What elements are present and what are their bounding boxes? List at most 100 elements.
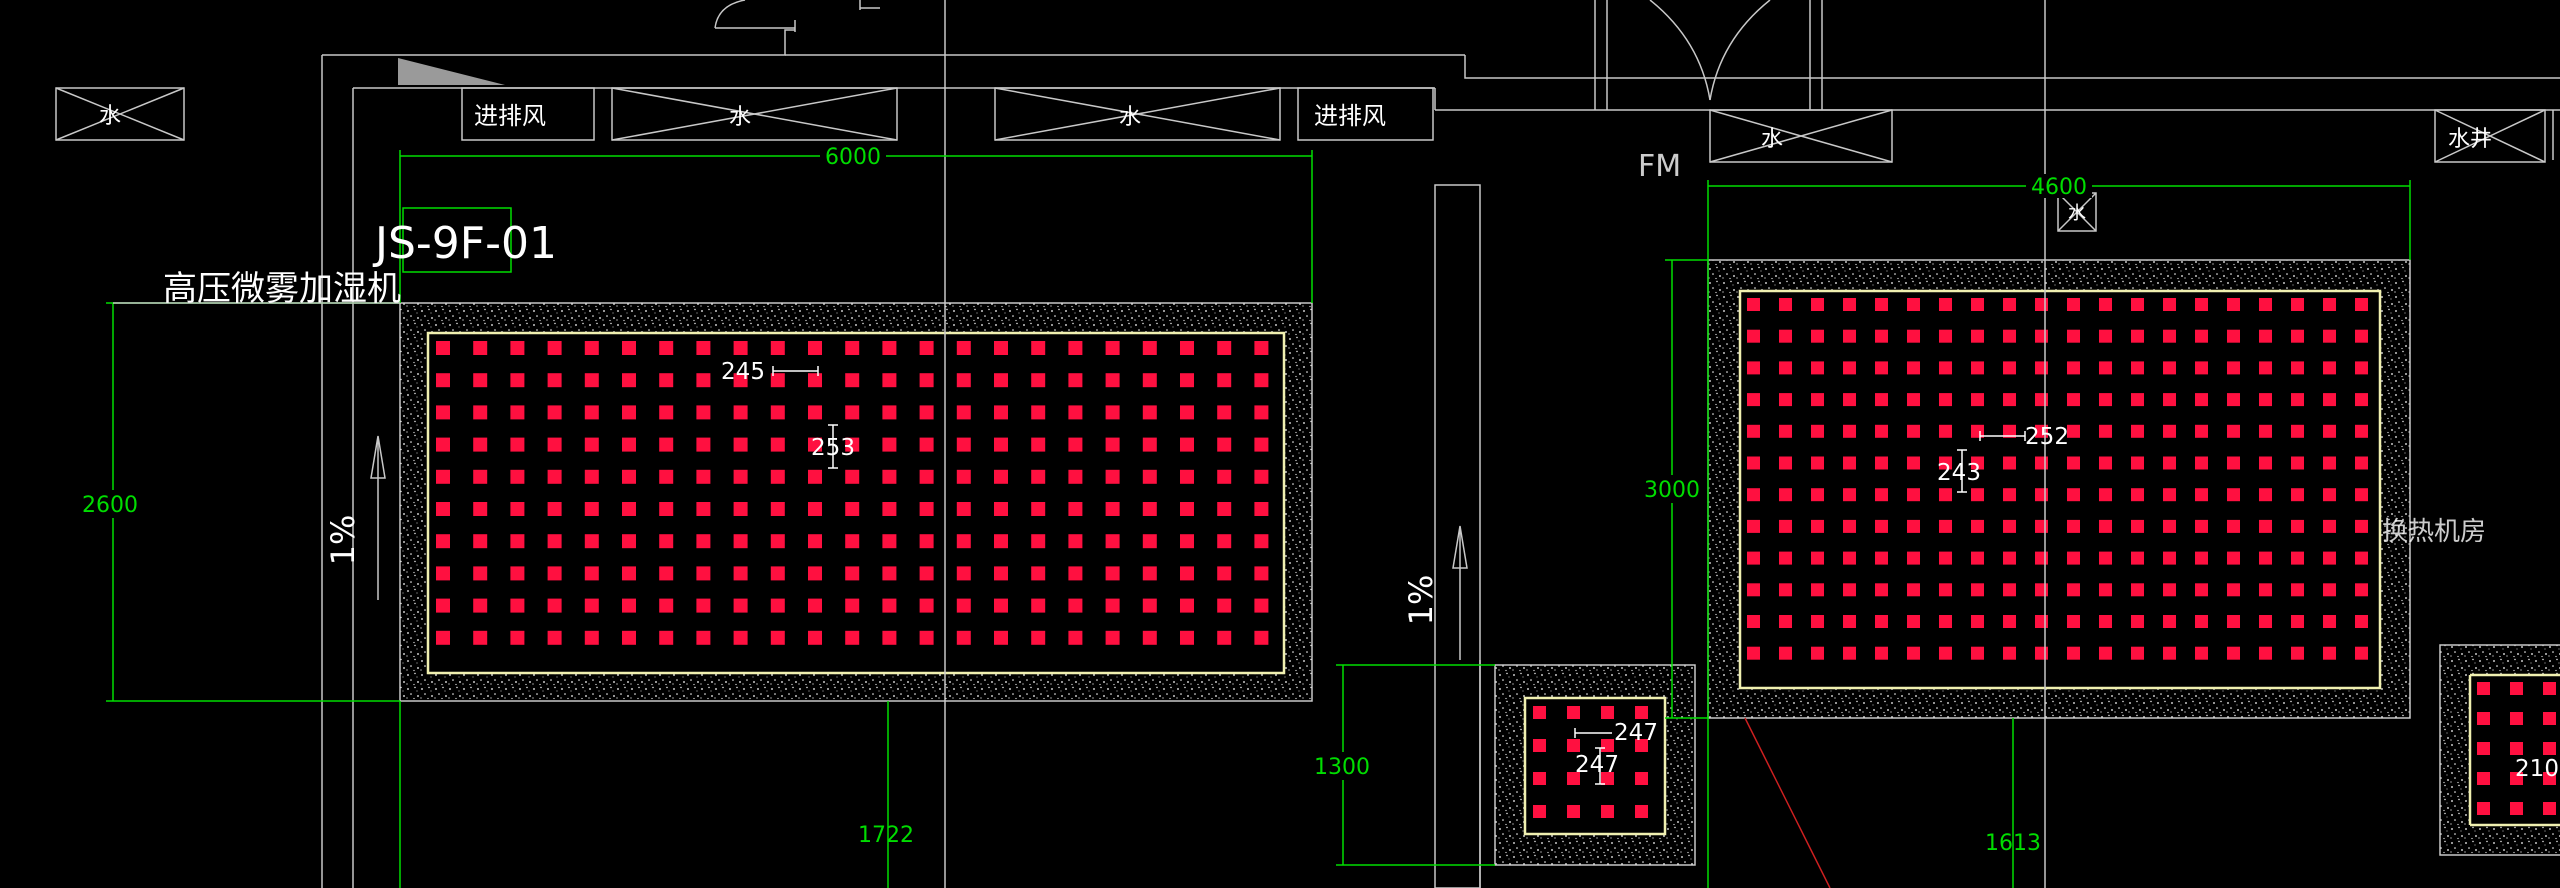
sprinkler-head [2543,712,2556,725]
sprinkler-head [2099,424,2112,438]
sprinkler-head [1142,566,1157,581]
sprinkler-head [1747,519,1760,533]
sprinkler-head [2003,456,2016,470]
sprinkler-head [1779,488,1792,502]
sprinkler-head [547,630,562,645]
sprinkler-head [659,598,674,613]
sprinkler-head [2099,646,2112,660]
sprinkler-head [510,566,525,581]
sprinkler-head [2003,424,2016,438]
sprinkler-head [1105,373,1120,388]
sprinkler-head [1875,583,1888,597]
sprinkler-head [2163,615,2176,628]
sprinkler-head [1142,598,1157,613]
sprinkler-head [2035,551,2048,565]
sprinkler-head [2291,329,2304,343]
spacing-annotations [772,366,2026,785]
sprinkler-head [1907,615,1920,628]
sprinkler-head [1971,456,1984,470]
sprinkler-head [808,598,822,613]
axis-overlay [944,260,2046,718]
sprinkler-head [2355,424,2368,438]
sprinkler-head [1843,519,1856,533]
sprinkler-head [2131,393,2144,407]
sprinkler-head [770,630,785,645]
sprinkler-head [1254,598,1269,613]
sprinkler-head [1939,393,1952,407]
sprinkler-head [2067,646,2080,660]
sprinkler-head [584,405,599,420]
sprinkler-head [845,405,860,420]
sprinkler-head [1907,551,1920,565]
sprinkler-head [436,630,450,645]
sprinkler-head [1068,341,1083,355]
sprinkler-head [1747,393,1760,407]
sprinkler-head [547,405,562,420]
sprinkler-head [2323,456,2336,470]
sprinkler-head [1142,437,1157,452]
sprinkler-head [1068,566,1083,581]
sprinkler-head [1971,646,1984,660]
sprinkler-head [1811,361,1824,375]
sprinkler-head [1635,772,1648,785]
sprinkler-head [1217,566,1232,581]
sprinkler-head [733,566,748,581]
sprinkler-head [1907,329,1920,343]
sprinkler-head [919,630,934,645]
sprinkler-head [1180,630,1194,645]
sprinkler-head [2291,615,2304,628]
sprinkler-head [956,502,971,516]
sprinkler-head [2035,583,2048,597]
sprinkler-head [659,341,674,355]
sprinkler-head [2543,772,2556,785]
sprinkler-head [622,373,636,388]
sprinkler-head [2227,488,2240,502]
sprinkler-head [1105,502,1120,516]
sprinkler-head [1217,598,1232,613]
sprinkler-head [845,598,860,613]
sprinkler-head [1971,519,1984,533]
dim-pit2-width: 4600 [2031,175,2087,200]
sprinkler-head [733,341,748,355]
sprinkler-head [1875,488,1888,502]
sprinkler-head [1939,298,1952,311]
sprinkler-head [1811,488,1824,502]
sprinkler-head [2259,551,2272,565]
room-label-partial: 换热机房 [2382,517,2486,547]
pit-4-sprinkler-grid [2477,682,2556,815]
sprinkler-head [659,373,674,388]
sprinkler-head [1843,329,1856,343]
sprinkler-head [1875,329,1888,343]
sprinkler-head [1747,615,1760,628]
sprinkler-head [1601,706,1614,719]
pit-1 [399,302,1313,702]
sprinkler-head [2003,519,2016,533]
sprinkler-head [696,437,711,452]
sprinkler-head [845,566,860,581]
sprinkler-head [1875,551,1888,565]
sprinkler-head [2067,615,2080,628]
sprinkler-head [2259,615,2272,628]
sprinkler-head [1971,488,1984,502]
sprinkler-head [2131,646,2144,660]
sprinkler-head [547,437,562,452]
sprinkler-head [2163,424,2176,438]
sprinkler-head [1635,739,1648,752]
sprinkler-head [659,502,674,516]
dim-pit3-height: 1300 [1314,755,1370,780]
sprinkler-head [584,630,599,645]
sprinkler-head [1567,805,1580,818]
sprinkler-head [1031,341,1046,355]
sprinkler-head [808,502,822,516]
sprinkler-head [2195,456,2208,470]
sprinkler-head [2131,361,2144,375]
sprinkler-head [1747,424,1760,438]
sprinkler-head [1779,361,1792,375]
sprinkler-head [622,534,636,549]
sprinkler-head [1105,405,1120,420]
sprinkler-head [659,405,674,420]
sprinkler-head [1939,551,1952,565]
sprinkler-head [1254,566,1269,581]
sprinkler-head [510,469,525,484]
sprinkler-head [1068,437,1083,452]
